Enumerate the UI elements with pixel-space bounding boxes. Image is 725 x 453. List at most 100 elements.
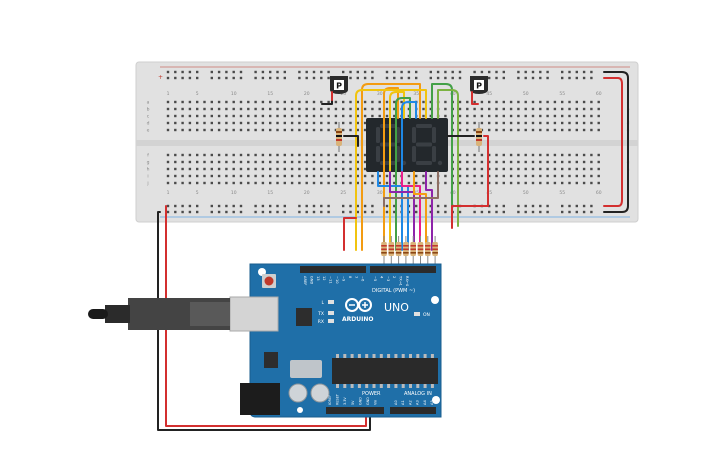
breadboard-hole[interactable] [473, 210, 476, 214]
breadboard-hole[interactable] [217, 181, 221, 185]
breadboard-hole[interactable] [342, 153, 345, 157]
breadboard-hole[interactable] [561, 160, 564, 164]
breadboard-hole[interactable] [232, 181, 235, 185]
breadboard-hole[interactable] [188, 153, 192, 157]
breadboard-hole[interactable] [363, 70, 367, 74]
breadboard-hole[interactable] [254, 107, 257, 111]
breadboard-hole[interactable] [232, 128, 235, 132]
breadboard-hole[interactable] [203, 160, 206, 164]
breadboard-hole[interactable] [210, 70, 213, 74]
breadboard-hole[interactable] [531, 128, 535, 132]
breadboard-hole[interactable] [568, 210, 571, 214]
breadboard-hole[interactable] [575, 167, 578, 171]
breadboard-hole[interactable] [349, 210, 352, 214]
breadboard-hole[interactable] [524, 70, 527, 74]
breadboard-hole[interactable] [393, 210, 396, 214]
breadboard-hole[interactable] [261, 174, 265, 178]
breadboard-hole[interactable] [590, 70, 593, 74]
breadboard-hole[interactable] [342, 210, 345, 214]
breadboard-hole[interactable] [539, 121, 542, 125]
breadboard-hole[interactable] [203, 114, 206, 118]
breadboard-hole[interactable] [517, 107, 520, 111]
breadboard-hole[interactable] [429, 210, 432, 214]
breadboard-hole[interactable] [575, 174, 578, 178]
breadboard-hole[interactable] [582, 210, 586, 214]
breadboard-hole[interactable] [203, 100, 206, 104]
breadboard-hole[interactable] [217, 76, 221, 80]
breadboard-hole[interactable] [334, 128, 338, 132]
breadboard-hole[interactable] [531, 70, 535, 74]
breadboard-hole[interactable] [524, 114, 527, 118]
breadboard-hole[interactable] [553, 160, 557, 164]
breadboard-hole[interactable] [349, 204, 352, 208]
breadboard-hole[interactable] [298, 114, 301, 118]
breadboard-hole[interactable] [517, 70, 520, 74]
breadboard-hole[interactable] [181, 153, 184, 157]
breadboard-hole[interactable] [531, 114, 535, 118]
breadboard-hole[interactable] [305, 204, 308, 208]
breadboard-hole[interactable] [539, 76, 542, 80]
breadboard-hole[interactable] [225, 153, 228, 157]
breadboard-hole[interactable] [247, 128, 250, 132]
breadboard-hole[interactable] [181, 181, 184, 185]
breadboard-hole[interactable] [305, 181, 308, 185]
breadboard-hole[interactable] [269, 174, 272, 178]
breadboard-hole[interactable] [444, 100, 447, 104]
breadboard-hole[interactable] [597, 100, 600, 104]
breadboard-hole[interactable] [444, 76, 447, 80]
breadboard-hole[interactable] [473, 160, 476, 164]
breadboard-hole[interactable] [561, 76, 564, 80]
breadboard-hole[interactable] [261, 100, 265, 104]
breadboard-hole[interactable] [269, 181, 272, 185]
breadboard-hole[interactable] [312, 153, 316, 157]
breadboard-hole[interactable] [320, 107, 323, 111]
breadboard-hole[interactable] [349, 174, 352, 178]
breadboard-hole[interactable] [261, 128, 265, 132]
breadboard-hole[interactable] [582, 70, 586, 74]
breadboard-hole[interactable] [363, 210, 367, 214]
breadboard-hole[interactable] [561, 153, 564, 157]
breadboard-hole[interactable] [283, 107, 286, 111]
breadboard-hole[interactable] [407, 76, 411, 80]
breadboard-hole[interactable] [458, 121, 462, 125]
breadboard-hole[interactable] [254, 114, 257, 118]
breadboard-hole[interactable] [276, 70, 279, 74]
breadboard-hole[interactable] [473, 100, 476, 104]
breadboard-hole[interactable] [546, 174, 549, 178]
breadboard-hole[interactable] [269, 160, 272, 164]
breadboard-hole[interactable] [290, 174, 294, 178]
wire-segment-bottom[interactable] [377, 171, 409, 251]
breadboard-hole[interactable] [349, 121, 352, 125]
breadboard-hole[interactable] [298, 128, 301, 132]
breadboard-hole[interactable] [531, 181, 535, 185]
breadboard-hole[interactable] [283, 76, 286, 80]
breadboard-hole[interactable] [349, 76, 352, 80]
breadboard-hole[interactable] [196, 153, 199, 157]
breadboard-hole[interactable] [239, 76, 243, 80]
breadboard-hole[interactable] [261, 153, 265, 157]
wire-t2-emitter[interactable] [471, 91, 479, 105]
breadboard-hole[interactable] [290, 128, 294, 132]
breadboard-hole[interactable] [363, 100, 367, 104]
breadboard-hole[interactable] [524, 204, 527, 208]
breadboard-hole[interactable] [254, 121, 257, 125]
breadboard-hole[interactable] [356, 107, 359, 111]
breadboard-hole[interactable] [531, 167, 535, 171]
breadboard-hole[interactable] [509, 121, 513, 125]
breadboard-hole[interactable] [196, 204, 199, 208]
breadboard-hole[interactable] [210, 160, 213, 164]
breadboard-hole[interactable] [327, 167, 330, 171]
breadboard-hole[interactable] [597, 128, 600, 132]
breadboard-hole[interactable] [269, 121, 272, 125]
breadboard-hole[interactable] [590, 128, 593, 132]
breadboard-hole[interactable] [458, 100, 462, 104]
breadboard-hole[interactable] [312, 210, 316, 214]
breadboard-hole[interactable] [363, 153, 367, 157]
breadboard-hole[interactable] [451, 70, 454, 74]
breadboard-hole[interactable] [539, 174, 542, 178]
breadboard-hole[interactable] [247, 160, 250, 164]
wire-digit-select[interactable] [343, 135, 359, 147]
breadboard-hole[interactable] [422, 181, 425, 185]
breadboard-hole[interactable] [312, 100, 316, 104]
breadboard-hole[interactable] [290, 114, 294, 118]
